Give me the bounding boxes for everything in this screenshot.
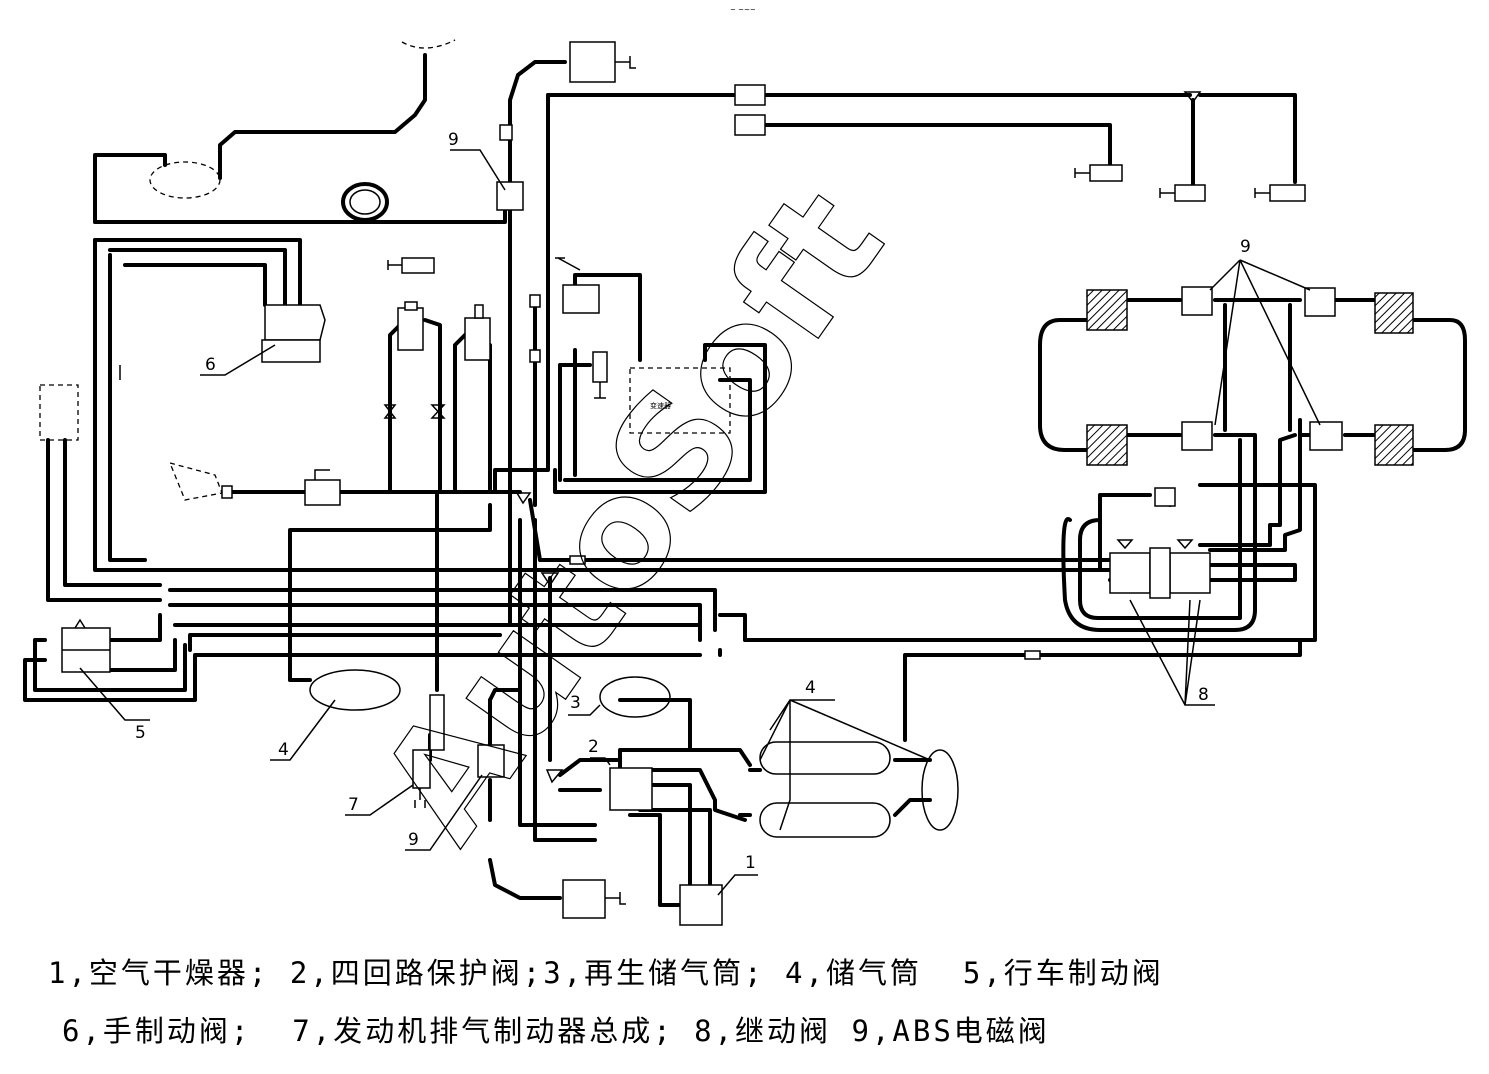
air-tank-vertical xyxy=(921,749,959,831)
wheel-chamber-fr xyxy=(1374,292,1414,334)
abs-valve-rl xyxy=(1181,421,1213,451)
air-tank-right-upper xyxy=(759,741,891,775)
callout-5: 5 xyxy=(135,723,146,743)
exhaust-brake-cylinder xyxy=(412,749,431,789)
wheel-chamber-fl xyxy=(1086,289,1128,331)
dashed-pedal-box xyxy=(39,384,79,441)
intake-cap xyxy=(401,39,456,49)
legend-line-2: 6,手制动阀; 7,发动机排气制动器总成; 8,继动阀 9,ABS电磁阀 xyxy=(62,1014,1050,1048)
legend-line-1: 1,空气干燥器; 2,四回路保护阀;3,再生储气筒; 4,储气筒 5,行车制动阀 xyxy=(48,956,1164,990)
callout-1: 1 xyxy=(745,853,756,873)
air-tank-right-lower xyxy=(759,802,891,838)
abs-valve-rr xyxy=(1309,421,1343,451)
callout-9-bottom: 9 xyxy=(408,830,419,850)
wheel-chamber-rr xyxy=(1374,424,1414,466)
callout-9-top: 9 xyxy=(448,130,459,150)
top-mark: ~ ~~~ xyxy=(730,6,756,14)
tee-fitting xyxy=(1183,91,1202,104)
rear-chamber-c xyxy=(1269,184,1306,202)
brake-chamber-top xyxy=(569,41,616,83)
relay-valve-right xyxy=(1169,552,1211,594)
cylinder-a xyxy=(397,307,424,351)
valve-mid xyxy=(304,479,341,506)
callout-6: 6 xyxy=(205,355,216,375)
wheel-chamber-rl xyxy=(1086,424,1128,466)
abs-valve-fl xyxy=(1181,286,1213,316)
rear-chamber-b xyxy=(1174,184,1206,202)
regen-tank xyxy=(599,676,671,718)
rear-chamber-a xyxy=(1089,164,1123,182)
trans-valve-a xyxy=(562,284,600,314)
abs-valve-fr xyxy=(1304,287,1336,317)
abs-valve-bottom xyxy=(477,744,505,778)
callout-7: 7 xyxy=(348,795,359,815)
callout-4-right: 4 xyxy=(805,678,816,698)
trans-valve-b xyxy=(592,351,608,383)
brake-chamber-bottom xyxy=(562,879,606,919)
callout-3: 3 xyxy=(570,693,581,713)
callout-2: 2 xyxy=(588,737,599,757)
exhaust-brake-valve xyxy=(429,694,445,751)
transmission-label: 变速器 xyxy=(650,401,671,410)
abs-valve-front xyxy=(496,181,524,211)
dashed-tank xyxy=(149,161,221,199)
callout-9-right: 9 xyxy=(1240,237,1251,257)
relay-valve-top-b xyxy=(734,114,766,136)
hand-brake-valve xyxy=(261,304,326,363)
transmission-box xyxy=(629,367,731,434)
callout-4-left: 4 xyxy=(278,740,289,760)
coil-hose xyxy=(341,182,389,222)
callout-8: 8 xyxy=(1198,685,1209,705)
callout-leaders xyxy=(79,149,1321,896)
air-dryer xyxy=(679,884,723,926)
pedal-outline xyxy=(168,462,223,501)
air-tank-left xyxy=(309,669,401,711)
relay-valve-left xyxy=(1109,552,1151,594)
four-circuit-valve xyxy=(609,767,653,811)
relay-valve-top-a xyxy=(734,84,766,106)
cylinder-b xyxy=(464,317,491,361)
